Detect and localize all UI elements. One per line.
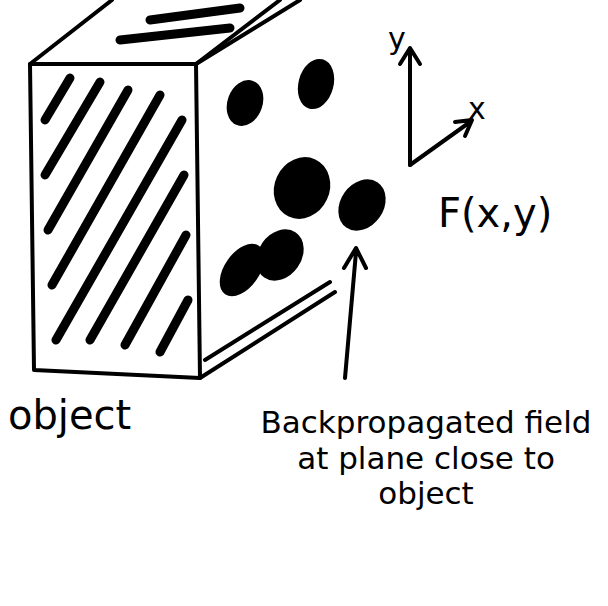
object-label: object xyxy=(8,392,131,438)
axis-label: y xyxy=(388,22,406,57)
y-axis xyxy=(400,48,420,165)
leader-arrow xyxy=(344,248,366,378)
field-blobs xyxy=(213,57,393,302)
hatch-stripes xyxy=(45,8,240,352)
axis-label: x xyxy=(468,92,486,127)
object-top-face xyxy=(30,0,280,64)
field-callout: Backpropagated field at plane close to o… xyxy=(250,405,602,512)
field-symbol: F(x,y) xyxy=(438,190,552,236)
x-axis xyxy=(410,120,472,165)
object-front-face xyxy=(30,64,200,378)
